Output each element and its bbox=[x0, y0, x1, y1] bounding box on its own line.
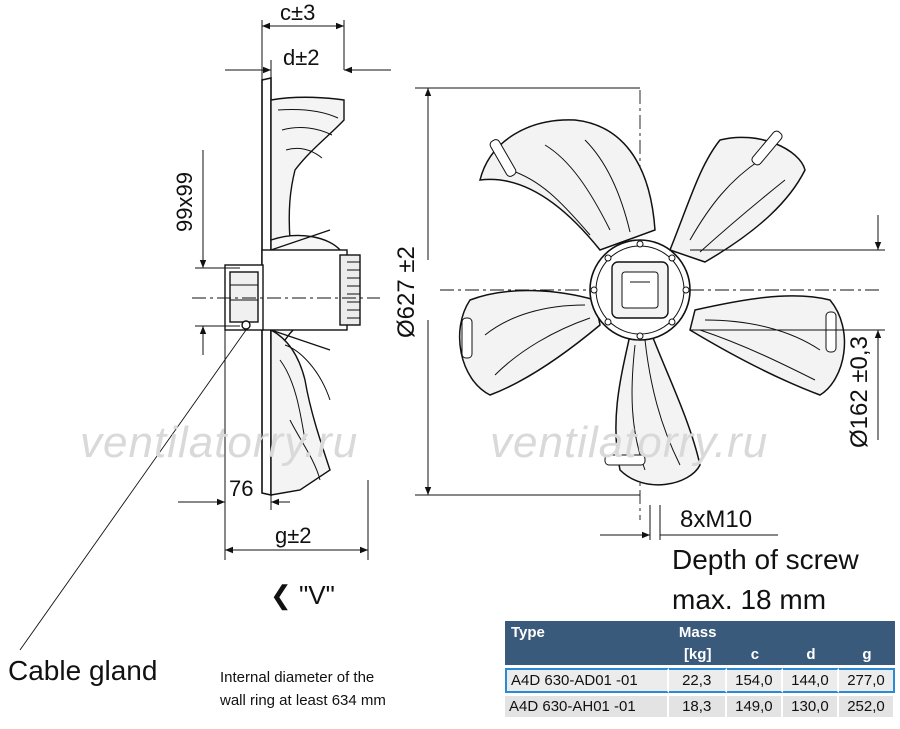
front-view bbox=[415, 87, 885, 540]
table-spacer bbox=[505, 693, 895, 696]
screw-note-line1: Depth of screw bbox=[672, 544, 859, 575]
table-spacer bbox=[505, 665, 895, 668]
cell-g: 252,0 bbox=[838, 696, 895, 717]
header-blank-c bbox=[726, 621, 783, 643]
header-g: g bbox=[838, 643, 895, 665]
dim-hub-diameter-label: Ø162 ±0,3 bbox=[846, 336, 873, 448]
cable-gland-label: Cable gland bbox=[8, 655, 158, 686]
dim-offset-label: 76 bbox=[229, 476, 254, 501]
header-mass: Mass bbox=[668, 621, 727, 643]
ring-note-line2: wall ring at least 634 mm bbox=[220, 692, 386, 709]
table-header-row-2: [kg] c d g bbox=[505, 643, 895, 665]
dim-g-label: g±2 bbox=[275, 523, 312, 548]
table-header-row-1: Type Mass bbox=[505, 621, 895, 643]
cell-c: 154,0 bbox=[726, 668, 783, 693]
cell-d: 130,0 bbox=[782, 696, 839, 717]
header-d: d bbox=[782, 643, 839, 665]
table-row[interactable]: A4D 630-AD01 -01 22,3 154,0 144,0 277,0 bbox=[505, 668, 895, 693]
screw-note-line2: max. 18 mm bbox=[672, 584, 827, 615]
cell-mass: 22,3 bbox=[668, 668, 727, 693]
cell-c: 149,0 bbox=[726, 696, 783, 717]
header-unit: [kg] bbox=[668, 643, 727, 665]
cell-type: A4D 630-AD01 -01 bbox=[505, 668, 669, 693]
header-blank-g bbox=[838, 621, 895, 643]
view-label: ❮ "V" bbox=[270, 580, 335, 610]
cell-type: A4D 630-AH01 -01 bbox=[505, 696, 669, 717]
spec-table: Type Mass [kg] c d g A4D 630-AD01 -01 22… bbox=[505, 621, 895, 717]
dim-c-label: c±3 bbox=[280, 0, 316, 25]
side-view bbox=[19, 20, 391, 651]
table-row[interactable]: A4D 630-AH01 -01 18,3 149,0 130,0 252,0 bbox=[505, 696, 895, 717]
header-blank-type bbox=[505, 643, 669, 665]
dim-diameter-label: Ø627 ±2 bbox=[393, 246, 420, 338]
watermark-right: ventilatorry.ru bbox=[490, 418, 769, 467]
cell-mass: 18,3 bbox=[668, 696, 727, 717]
header-c: c bbox=[726, 643, 783, 665]
ring-note-line1: Internal diameter of the bbox=[220, 669, 375, 686]
cell-g: 277,0 bbox=[838, 668, 895, 693]
cell-d: 144,0 bbox=[782, 668, 839, 693]
dim-square-label: 99x99 bbox=[172, 172, 197, 232]
header-blank-d bbox=[782, 621, 839, 643]
dim-d-label: d±2 bbox=[283, 45, 320, 70]
header-type: Type bbox=[505, 621, 669, 643]
watermark-left: ventilatorry.ru bbox=[80, 418, 359, 467]
dim-screws-label: 8xM10 bbox=[680, 506, 753, 533]
